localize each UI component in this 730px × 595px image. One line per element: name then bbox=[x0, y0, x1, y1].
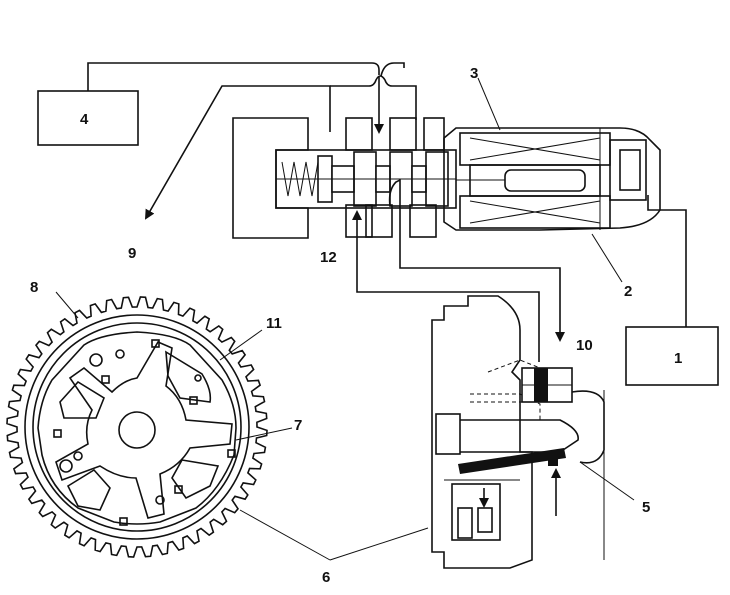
line-to-9-right bbox=[330, 75, 417, 120]
valve-ports-top bbox=[345, 117, 445, 151]
line-12 bbox=[352, 210, 540, 362]
leader-lines bbox=[55, 77, 635, 561]
actuator-section bbox=[431, 295, 605, 569]
solenoid bbox=[443, 127, 661, 231]
line-to-9 bbox=[145, 85, 331, 220]
label-3: 3 bbox=[470, 65, 478, 82]
label-10: 10 bbox=[576, 337, 593, 354]
valve-ports-bottom bbox=[345, 204, 437, 238]
wire-box1 bbox=[647, 195, 687, 327]
line-10 bbox=[388, 178, 565, 342]
label-1: 1 bbox=[674, 350, 682, 367]
label-8: 8 bbox=[30, 279, 38, 296]
label-4: 4 bbox=[80, 111, 89, 128]
wire-box4 bbox=[87, 62, 405, 91]
diagram-labels: 1 2 3 4 5 6 7 8 9 10 11 12 bbox=[30, 65, 682, 586]
label-6: 6 bbox=[322, 569, 330, 586]
label-5: 5 bbox=[642, 499, 650, 516]
label-11: 11 bbox=[266, 315, 282, 332]
label-2: 2 bbox=[624, 283, 632, 300]
camshaft-gear bbox=[6, 296, 268, 558]
box-1 bbox=[625, 326, 719, 386]
label-7: 7 bbox=[294, 417, 302, 434]
label-12: 12 bbox=[320, 249, 337, 266]
label-9: 9 bbox=[128, 245, 136, 262]
spool-valve bbox=[275, 149, 457, 209]
